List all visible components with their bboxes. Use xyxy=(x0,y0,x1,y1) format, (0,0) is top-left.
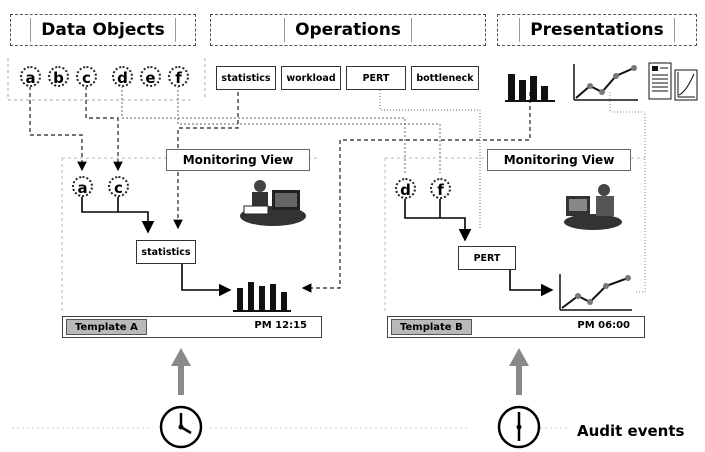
template-name-right[interactable]: Template B xyxy=(391,319,472,335)
monitoring-view-title-right: Monitoring View xyxy=(487,149,631,171)
header-data-objects: Data Objects xyxy=(10,14,196,46)
view-left-bar-chart[interactable] xyxy=(233,272,291,312)
header-presentations-label: Presentations xyxy=(519,18,675,42)
data-object-b[interactable]: b xyxy=(48,66,69,87)
header-data-objects-label: Data Objects xyxy=(30,18,176,42)
line-chart-icon[interactable] xyxy=(572,62,640,102)
data-object-f[interactable]: f xyxy=(168,66,189,87)
clock-icon-right xyxy=(497,405,541,449)
template-bar-left: Template A PM 12:15 xyxy=(62,316,322,338)
template-time-right: PM 06:00 xyxy=(577,320,630,331)
view-left-input-a[interactable]: a xyxy=(72,176,93,197)
monitoring-view-title-left: Monitoring View xyxy=(166,149,310,171)
header-operations: Operations xyxy=(210,14,486,46)
data-object-d[interactable]: d xyxy=(112,66,133,87)
operation-pert[interactable]: PERT xyxy=(346,66,406,90)
template-name-left[interactable]: Template A xyxy=(66,319,147,335)
operation-bottleneck[interactable]: bottleneck xyxy=(411,66,479,90)
bar-chart-icon[interactable] xyxy=(505,64,557,102)
view-right-operation[interactable]: PERT xyxy=(458,246,516,270)
view-left-input-c[interactable]: c xyxy=(108,176,129,197)
view-right-input-d[interactable]: d xyxy=(395,178,416,199)
data-object-a[interactable]: a xyxy=(20,66,41,87)
data-object-c[interactable]: c xyxy=(76,66,97,87)
view-left-operation[interactable]: statistics xyxy=(136,240,196,264)
operation-workload[interactable]: workload xyxy=(281,66,341,90)
view-right-input-f[interactable]: f xyxy=(430,178,451,199)
view-right-line-chart[interactable] xyxy=(558,272,634,312)
person-at-computer-icon xyxy=(240,180,306,226)
header-operations-label: Operations xyxy=(284,18,412,42)
operation-statistics[interactable]: statistics xyxy=(216,66,276,90)
data-object-e[interactable]: e xyxy=(140,66,161,87)
report-icon[interactable] xyxy=(648,62,700,102)
person-at-desk-icon xyxy=(564,184,622,230)
audit-events-label: Audit events xyxy=(577,422,685,440)
template-bar-right: Template B PM 06:00 xyxy=(387,316,645,338)
clock-icon-left xyxy=(159,405,203,449)
header-presentations: Presentations xyxy=(497,14,697,46)
template-time-left: PM 12:15 xyxy=(254,320,307,331)
